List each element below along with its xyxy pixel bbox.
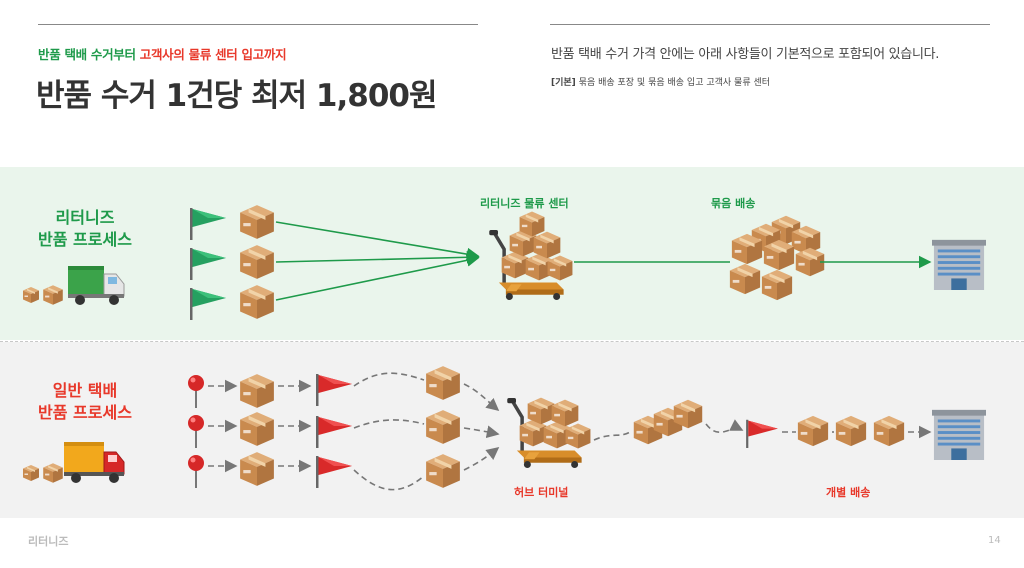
page-number: 14 (988, 535, 1001, 546)
page-title: 반품 수거 1건당 최저 1,800원 (36, 78, 437, 114)
returnees-process-title: 리터니즈 반품 프로세스 (20, 207, 150, 251)
returnees-truck-icon (23, 266, 125, 305)
bundle-boxes-icon (729, 215, 825, 301)
box-icon (426, 366, 460, 400)
box-icon (873, 415, 905, 447)
header-subtitle: 반품 택배 수거부터 고객사의 물류 센터 입고까지 (38, 44, 287, 63)
band-divider (0, 341, 1024, 342)
box-icon (797, 415, 829, 447)
header-description: 반품 택배 수거 가격 안에는 아래 사항들이 기본적으로 포함되어 있습니다. (551, 47, 940, 62)
location-pin-icon (188, 455, 204, 488)
box-icon (426, 454, 460, 488)
returnees-center-label: 리터니즈 물류 센터 (480, 197, 569, 210)
subtitle-green-text: 반품 택배 수거부터 (38, 47, 136, 62)
hub-terminal-pallet-icon (507, 397, 591, 468)
basic-note: [기본] 묶음 배송 포장 및 묶음 배송 입고 고객사 물류 센터 (551, 75, 770, 88)
hub-terminal-label: 허브 터미널 (514, 486, 569, 499)
header-rule-right (550, 24, 990, 25)
flag-green-icon (190, 248, 226, 280)
flag-red-icon (316, 456, 352, 488)
header-rule-left (38, 24, 478, 25)
box-icon (240, 374, 274, 408)
box-icon (240, 245, 274, 279)
footer-brand: 리터니즈 (28, 535, 69, 548)
general-title-line2: 반품 프로세스 (38, 403, 132, 422)
box-icon (240, 285, 274, 319)
location-pin-icon (188, 415, 204, 448)
subtitle-red-text: 고객사의 물류 센터 입고까지 (139, 47, 287, 62)
box-icon (240, 412, 274, 446)
flag-red-icon (746, 419, 778, 448)
general-process-title: 일반 택배 반품 프로세스 (20, 380, 150, 424)
returnees-title-line1: 리터니즈 (55, 208, 115, 227)
box-icon (240, 205, 274, 239)
returnees-title-line2: 반품 프로세스 (38, 230, 132, 249)
basic-tag: [기본] (551, 78, 576, 88)
general-truck-icon (23, 442, 125, 483)
general-title-line1: 일반 택배 (52, 381, 118, 400)
box-icon (835, 415, 867, 447)
truck-bundle-boxes-icon (633, 399, 703, 445)
flag-green-icon (190, 208, 226, 240)
basic-text: 묶음 배송 포장 및 묶음 배송 입고 고객사 물류 센터 (578, 78, 771, 88)
box-icon (426, 410, 460, 444)
flag-red-icon (316, 374, 352, 406)
building-icon (932, 239, 986, 290)
individual-delivery-label: 개별 배송 (826, 486, 871, 499)
location-pin-icon (188, 375, 204, 408)
returnees-center-pallet-icon (489, 211, 573, 300)
flag-green-icon (190, 288, 226, 320)
bundle-delivery-label: 묶음 배송 (711, 197, 756, 210)
box-icon (240, 452, 274, 486)
flag-red-icon (316, 416, 352, 448)
building-icon (932, 409, 986, 460)
